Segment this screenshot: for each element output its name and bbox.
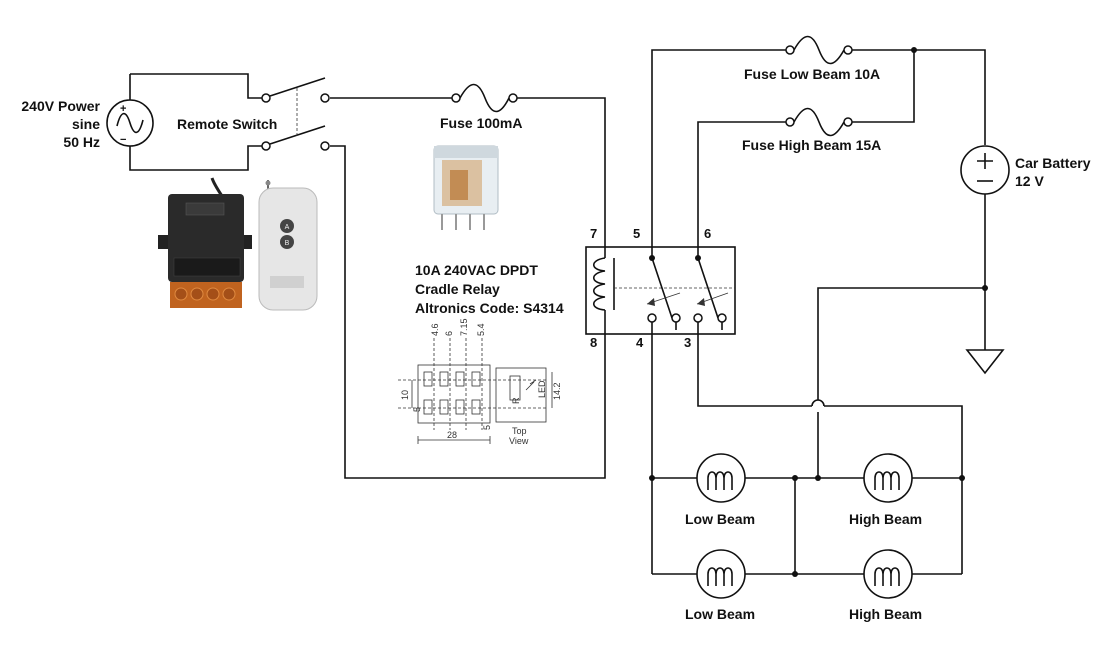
- remote-switch-symbol: [261, 77, 330, 151]
- dim-28: 28: [447, 430, 457, 440]
- remote-keyfob-image: A B: [258, 180, 318, 311]
- relay-pin-3: 3: [684, 335, 691, 350]
- fuse-100ma-label: Fuse 100mA: [440, 115, 522, 131]
- remote-switch-label: Remote Switch: [177, 116, 277, 132]
- dc-wiring: [651, 49, 986, 575]
- drawing-caption-line2: View: [509, 436, 529, 446]
- source-label-line1: 240V Power: [21, 98, 100, 114]
- mains-wiring: [129, 73, 606, 479]
- lamp-high-beam-top-icon: [863, 453, 913, 503]
- ac-source-symbol: + −: [106, 99, 154, 147]
- junction-dot: [792, 475, 798, 481]
- lamp-low-beam-bottom-icon: [696, 549, 746, 599]
- relay-title-line2: Cradle Relay: [415, 281, 500, 297]
- keyfob-button-a: [280, 219, 294, 233]
- relay-title-line1: 10A 240VAC DPDT: [415, 262, 538, 278]
- dim-4-6: 4.6: [430, 323, 440, 336]
- svg-text:−: −: [120, 134, 126, 146]
- svg-text:+: +: [120, 103, 126, 115]
- junction-dot: [792, 571, 798, 577]
- fuse-low-beam-label: Fuse Low Beam 10A: [744, 66, 880, 82]
- lamp-high-beam-bottom-label: High Beam: [849, 606, 922, 622]
- ground-icon: [965, 349, 1005, 375]
- keyfob-button-a-label: A: [285, 224, 290, 231]
- lamp-high-beam-bottom-icon: [863, 549, 913, 599]
- lamp-high-beam-top-label: High Beam: [849, 511, 922, 527]
- source-label-line3: 50 Hz: [63, 134, 100, 150]
- lamp-low-beam-top-icon: [696, 453, 746, 503]
- dim-5-4: 5.4: [476, 323, 486, 336]
- remote-receiver-image: [158, 177, 252, 308]
- lamp-low-beam-top-label: Low Beam: [685, 511, 755, 527]
- legend-r: R: [511, 397, 521, 404]
- junction-dot: [982, 285, 988, 291]
- fuse-high-beam-label: Fuse High Beam 15A: [742, 137, 881, 153]
- relay-dimension-drawing: [398, 338, 553, 444]
- battery-label-line2: 12 V: [1015, 173, 1044, 189]
- legend-led: LED: [537, 380, 547, 398]
- junction-dot: [959, 475, 965, 481]
- fuse-low-beam-symbol: [785, 35, 853, 65]
- junction-dot: [815, 475, 821, 481]
- dim-5-right: 5: [482, 425, 492, 430]
- dim-5-left: 5: [412, 407, 422, 412]
- relay-photo-image: [433, 145, 499, 230]
- drawing-caption-line1: Top: [512, 426, 527, 436]
- dim-7-15: 7.15: [459, 318, 469, 336]
- dim-14-2: 14.2: [552, 382, 562, 400]
- dim-6: 6: [444, 331, 454, 336]
- fuse-high-beam-symbol: [785, 107, 853, 137]
- fuse-100ma-symbol: [451, 83, 518, 113]
- keyfob-button-b: [280, 235, 294, 249]
- relay-pin-6: 6: [704, 226, 711, 241]
- battery-symbol: [960, 145, 1010, 195]
- relay-pin-5: 5: [633, 226, 640, 241]
- dim-10: 10: [400, 390, 410, 400]
- junction-dot: [649, 475, 655, 481]
- relay-title-line3: Altronics Code: S4314: [415, 300, 564, 316]
- keyfob-button-b-label: B: [285, 240, 290, 247]
- relay-schematic: [585, 246, 736, 335]
- relay-pin-7: 7: [590, 226, 597, 241]
- relay-pin-8: 8: [590, 335, 597, 350]
- lamp-low-beam-bottom-label: Low Beam: [685, 606, 755, 622]
- battery-label-line1: Car Battery: [1015, 155, 1091, 171]
- source-label-line2: sine: [72, 116, 100, 132]
- relay-pin-4: 4: [636, 335, 644, 350]
- junction-dot: [911, 47, 917, 53]
